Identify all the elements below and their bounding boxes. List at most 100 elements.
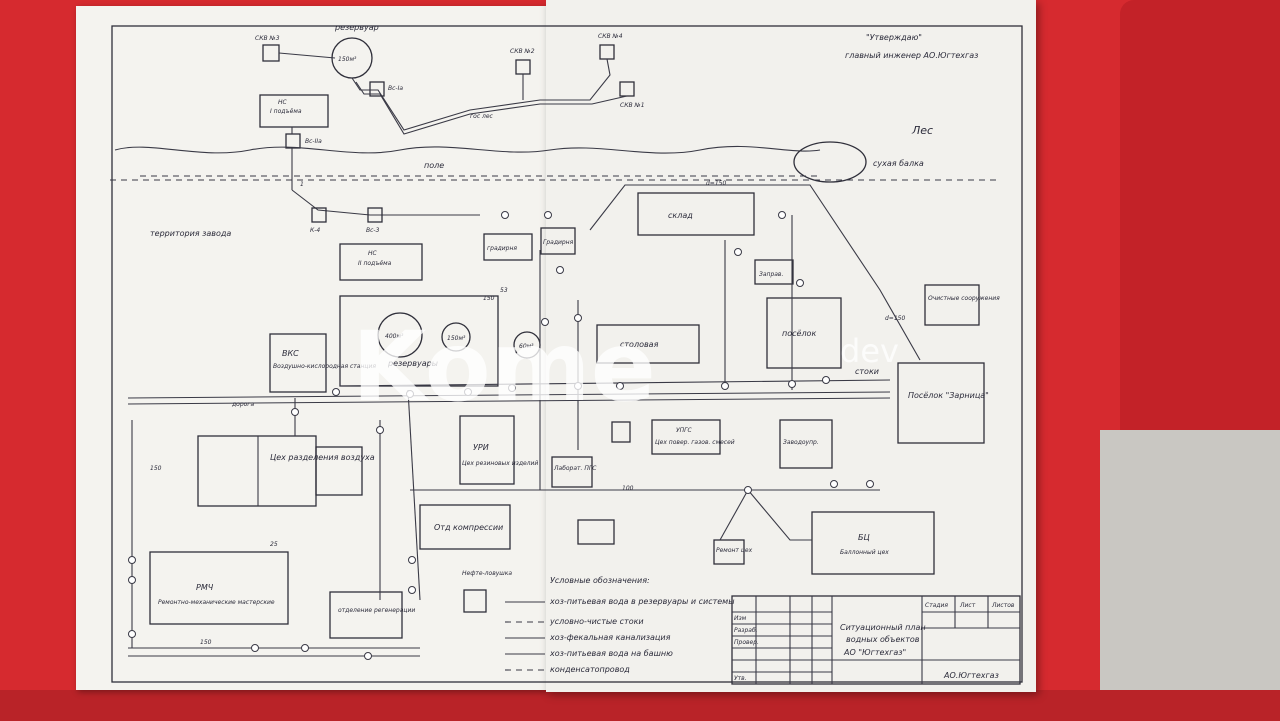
label-vol150: 150м³ (338, 56, 357, 63)
label-pole: поле (424, 161, 444, 170)
label-stadiya: Стадия (925, 602, 948, 609)
label-res150: 150м³ (447, 335, 466, 342)
label-reservoir: резервуар (334, 23, 379, 32)
pipe-feed (291, 189, 480, 216)
paper-sheet-left (76, 6, 546, 690)
cooling-tower-1 (483, 233, 533, 261)
ns2-building (339, 243, 423, 281)
pipe-sewer-right (589, 184, 921, 361)
label-ceh-razd: Цех разделения воздуха (270, 453, 375, 462)
label-uri: УРИ (473, 443, 489, 452)
pipe-remcex (719, 489, 749, 541)
side-150: 150 (150, 465, 162, 472)
label-poselok-zarnitsa: Посёлок "Зарница" (908, 391, 989, 400)
well-svn1 (619, 81, 635, 97)
air-separation-shop (197, 435, 317, 507)
oil-trap (463, 589, 487, 613)
warehouse (637, 192, 755, 236)
label-d150-top: d=150 (706, 180, 726, 187)
label-d150-right: d=150 (885, 315, 905, 322)
pipe-water-main-2 (355, 81, 628, 135)
label-res400: 400м³ (385, 333, 404, 340)
watermark: Kome (352, 311, 656, 423)
label-zavodoupr: Заводоупр. (783, 439, 819, 446)
settlement (766, 297, 842, 369)
legend-4: хоз-питьевая вода на башню (549, 649, 673, 658)
label-ns1b: I подъёма (270, 108, 302, 115)
ns1-building (259, 94, 329, 128)
well-svn2 (515, 59, 531, 75)
well-svn4 (599, 44, 615, 60)
fuel-station (754, 259, 794, 285)
pipe-mid-2 (407, 389, 421, 601)
label-sukhaya-balka: сухая балка (873, 159, 924, 168)
pipe-bc (747, 489, 812, 541)
label-bc-desc: Баллонный цех (840, 549, 889, 556)
label-remcex: Ремонт цех (716, 547, 753, 554)
num-100: 100 (622, 485, 634, 492)
title-block-grid (732, 596, 832, 684)
label-vesh2: Вс-IIа (305, 138, 322, 145)
legend-2: условно-чистые стоки (549, 617, 644, 626)
well-svn3 (262, 44, 280, 62)
label-gradirnya: градирня (487, 245, 517, 252)
label-ns2: НС (368, 250, 378, 257)
label-svn3: СКВ №3 (255, 35, 280, 42)
label-ochistnye: Очистные сооружения (928, 295, 1000, 302)
road-line-1 (127, 391, 891, 399)
treatment-plant (924, 284, 980, 326)
watermark-dev: dev (840, 332, 899, 370)
air-sep-annex (315, 446, 363, 496)
label-vks-desc: Воздушно-кислородная станция (273, 363, 376, 370)
title-2: водных объектов (846, 635, 920, 644)
repair-shop-small (713, 539, 745, 565)
canteen (596, 324, 700, 364)
label-vs3: Вс-3 (366, 227, 380, 234)
regeneration-dept (329, 591, 403, 639)
gas-mixture-shop (651, 419, 721, 455)
label-utv: Утв. (734, 675, 747, 682)
label-gos-les: гос лес (470, 113, 494, 120)
settlement-zarnitsa (897, 362, 985, 444)
compression-dept (419, 504, 511, 550)
label-otd-kompr: Отд компрессии (434, 523, 503, 532)
reservoir-150 (441, 322, 471, 352)
label-glavny-ingener: главный инженер АО.Югтехгаз (845, 51, 978, 60)
label-listov: Листов (991, 602, 1015, 609)
stamp-text: АО.Югтехгаз (943, 671, 999, 680)
label-upgs: УПГС (676, 427, 693, 434)
label-otd-regen: отделение регенерации (338, 607, 415, 614)
label-res60: 60м³ (519, 343, 534, 350)
legend-1: хоз-питьевая вода в резервуары и системы (549, 597, 735, 606)
label-stoki: стоки (855, 367, 879, 376)
factory-office (779, 419, 833, 469)
wells (128, 211, 874, 660)
label-poselok: посёлок (782, 329, 816, 338)
title-1: Ситуационный план (840, 623, 926, 632)
label-bc: БЦ (858, 533, 870, 542)
label-uri-desc: Цех резиновых изделий (462, 460, 538, 467)
label-territory: территория завода (150, 229, 231, 238)
label-ns2b: II подъёма (358, 260, 392, 267)
pipe-svn3 (278, 52, 336, 59)
label-izm: Изм (734, 615, 747, 622)
label-razrab: Разраб. (734, 627, 758, 634)
label-zapravka: Заправ. (759, 271, 783, 278)
repair-workshops (149, 551, 289, 625)
label-doroga: дорога (231, 401, 254, 408)
label-vks: ВКС (282, 349, 299, 358)
legend-5: конденсатопровод (550, 665, 630, 674)
reservoir-area (339, 295, 499, 387)
upgs-annex (611, 421, 631, 443)
label-svn2: СКВ №2 (510, 48, 535, 55)
num-150-bottom: 150 (200, 639, 212, 646)
rubber-shop (459, 415, 515, 485)
laboratory (551, 456, 593, 488)
num-1: 1 (300, 181, 304, 188)
num-150a: 150 (483, 295, 495, 302)
legend-3: хоз-фекальная канализация (549, 633, 671, 642)
label-prover: Провер. (734, 639, 759, 646)
paper-sheet-right (546, 0, 1036, 692)
title-3: АО "Югтехгаз" (843, 648, 906, 657)
